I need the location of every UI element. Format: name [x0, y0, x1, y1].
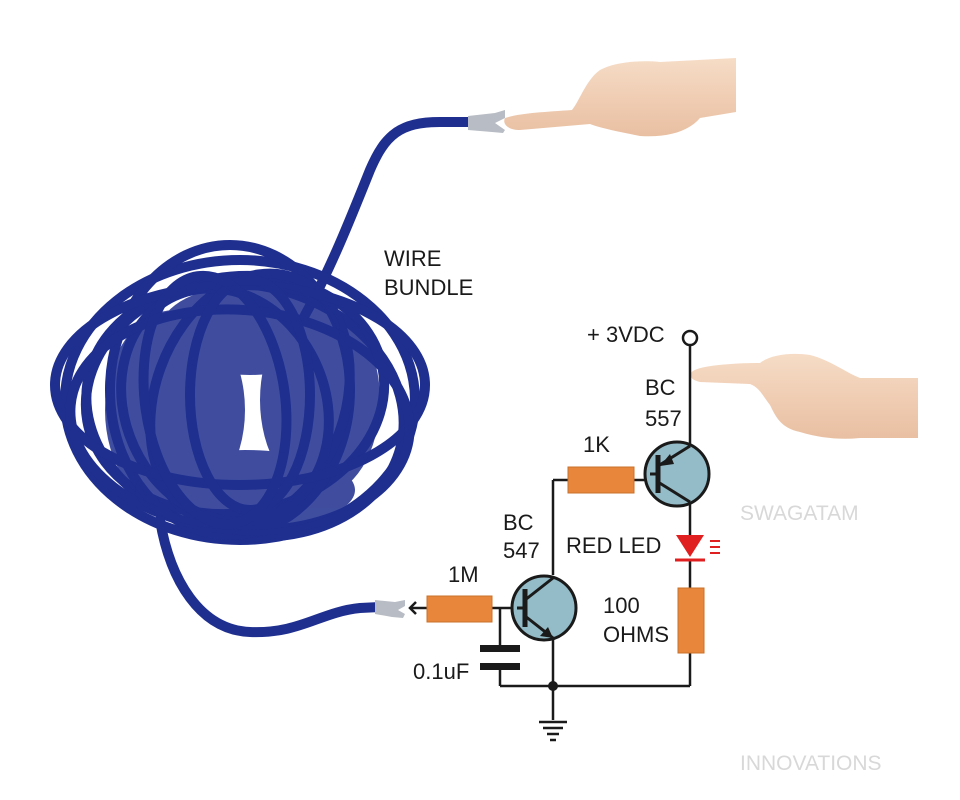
transistor-bc557	[643, 440, 711, 508]
wire-bundle-label-line1: WIRE	[384, 246, 441, 271]
top-probe	[468, 110, 505, 133]
resistor-1k	[567, 466, 635, 494]
supply-label: + 3VDC	[587, 322, 665, 347]
ground-icon	[539, 720, 567, 742]
r3-label-line2: OHMS	[603, 622, 669, 647]
r2-label: 1M	[448, 562, 479, 587]
arrow-icon	[408, 601, 427, 615]
capacitor-label: 0.1uF	[413, 659, 469, 684]
r1-label: 1K	[583, 432, 610, 457]
q2-label-line2: 557	[645, 406, 682, 431]
r3-label-line1: 100	[603, 593, 640, 618]
led-label: RED LED	[566, 533, 661, 558]
bottom-probe	[375, 600, 405, 618]
led-icon	[675, 535, 720, 562]
q1-label-line2: 547	[503, 538, 540, 563]
resistor-1m	[426, 595, 493, 623]
watermark-line1: SWAGATAM	[740, 502, 859, 525]
top-hand	[504, 58, 736, 137]
watermark-line2: INNOVATIONS	[740, 752, 882, 775]
q1-label-line1: BC	[503, 510, 534, 535]
wire-bundle-fill	[105, 285, 380, 530]
capacitor-icon	[480, 645, 520, 670]
junction-dot	[548, 681, 558, 691]
transistor-bc547	[510, 574, 578, 642]
supply-terminal	[681, 329, 699, 347]
right-hand	[690, 353, 918, 439]
q2-label-line1: BC	[645, 375, 676, 400]
wire-bundle-label-line2: BUNDLE	[384, 275, 473, 300]
resistor-100-ohms	[677, 587, 705, 654]
